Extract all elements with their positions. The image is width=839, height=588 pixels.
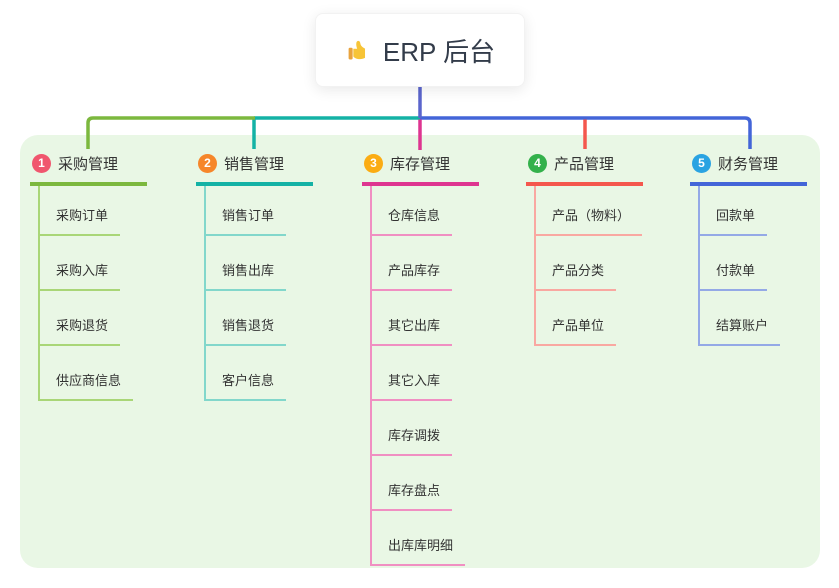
root-node[interactable]: ERP 后台 bbox=[315, 13, 525, 87]
branch-header-库存管理[interactable]: 3 库存管理 bbox=[362, 148, 479, 186]
child-node-label: 采购退货 bbox=[40, 315, 121, 346]
thumbs-up-icon bbox=[348, 40, 365, 59]
child-node-采购退货[interactable]: 采购退货 bbox=[40, 291, 147, 346]
child-node-采购入库[interactable]: 采购入库 bbox=[40, 236, 147, 291]
child-node-label: 仓库信息 bbox=[372, 205, 453, 236]
branch-header-财务管理[interactable]: 5 财务管理 bbox=[690, 148, 807, 186]
child-node-结算账户[interactable]: 结算账户 bbox=[700, 291, 807, 346]
child-node-出库库明细[interactable]: 出库库明细 bbox=[372, 511, 479, 566]
child-node-label: 采购入库 bbox=[40, 260, 121, 291]
child-node-label: 产品（物料） bbox=[536, 205, 643, 236]
branch-产品管理: 4 产品管理产品（物料） 产品分类产品单位 bbox=[526, 148, 643, 346]
child-node-供应商信息[interactable]: 供应商信息 bbox=[40, 346, 147, 401]
branch-label: 产品管理 bbox=[554, 156, 615, 173]
child-node-label: 销售订单 bbox=[206, 205, 287, 236]
child-node-label: 出库库明细 bbox=[372, 535, 466, 566]
child-node-付款单[interactable]: 付款单 bbox=[700, 236, 807, 291]
branch-number-badge: 2 bbox=[198, 154, 217, 173]
child-node-库存调拨[interactable]: 库存调拨 bbox=[372, 401, 479, 456]
child-node-label: 库存调拨 bbox=[372, 425, 453, 456]
child-node-label: 销售退货 bbox=[206, 315, 287, 346]
branches-panel bbox=[20, 135, 820, 568]
branch-header-采购管理[interactable]: 1 采购管理 bbox=[30, 148, 147, 186]
branch-number-badge: 3 bbox=[364, 154, 383, 173]
branch-库存管理: 3 库存管理仓库信息产品库存其它出库其它入库库存调拨库存盘点出库库明细 bbox=[362, 148, 479, 566]
root-label: ERP 后台 bbox=[382, 36, 496, 67]
child-node-label: 其它入库 bbox=[372, 370, 453, 401]
child-node-label: 回款单 bbox=[700, 205, 768, 236]
child-node-产品分类[interactable]: 产品分类 bbox=[536, 236, 643, 291]
child-node-客户信息[interactable]: 客户信息 bbox=[206, 346, 313, 401]
branch-number-badge: 4 bbox=[528, 154, 547, 173]
child-node-销售退货[interactable]: 销售退货 bbox=[206, 291, 313, 346]
child-node-label: 库存盘点 bbox=[372, 480, 453, 511]
branch-children: 产品（物料） 产品分类产品单位 bbox=[534, 186, 643, 346]
branch-children: 销售订单销售出库销售退货客户信息 bbox=[204, 186, 313, 401]
child-node-采购订单[interactable]: 采购订单 bbox=[40, 186, 147, 236]
child-node-label: 销售出库 bbox=[206, 260, 287, 291]
branch-label: 销售管理 bbox=[224, 156, 285, 173]
branch-children: 回款单付款单结算账户 bbox=[698, 186, 807, 346]
child-node-产品库存[interactable]: 产品库存 bbox=[372, 236, 479, 291]
branch-label: 财务管理 bbox=[718, 156, 779, 173]
child-node-产品（物料）[interactable]: 产品（物料） bbox=[536, 186, 643, 236]
branch-header-产品管理[interactable]: 4 产品管理 bbox=[526, 148, 643, 186]
child-node-库存盘点[interactable]: 库存盘点 bbox=[372, 456, 479, 511]
child-node-label: 产品单位 bbox=[536, 315, 617, 346]
child-node-回款单[interactable]: 回款单 bbox=[700, 186, 807, 236]
child-node-仓库信息[interactable]: 仓库信息 bbox=[372, 186, 479, 236]
child-node-其它入库[interactable]: 其它入库 bbox=[372, 346, 479, 401]
branch-财务管理: 5 财务管理回款单付款单结算账户 bbox=[690, 148, 807, 346]
branch-销售管理: 2 销售管理销售订单销售出库销售退货客户信息 bbox=[196, 148, 313, 401]
child-node-label: 采购订单 bbox=[40, 205, 121, 236]
child-node-label: 产品库存 bbox=[372, 260, 453, 291]
branch-number-badge: 1 bbox=[32, 154, 51, 173]
child-node-label: 其它出库 bbox=[372, 315, 453, 346]
branch-children: 仓库信息产品库存其它出库其它入库库存调拨库存盘点出库库明细 bbox=[370, 186, 479, 566]
child-node-label: 结算账户 bbox=[700, 315, 781, 346]
child-node-产品单位[interactable]: 产品单位 bbox=[536, 291, 643, 346]
child-node-label: 付款单 bbox=[700, 260, 768, 291]
branch-采购管理: 1 采购管理采购订单采购入库采购退货供应商信息 bbox=[30, 148, 147, 401]
child-node-销售出库[interactable]: 销售出库 bbox=[206, 236, 313, 291]
branch-label: 库存管理 bbox=[390, 156, 451, 173]
child-node-销售订单[interactable]: 销售订单 bbox=[206, 186, 313, 236]
branch-header-销售管理[interactable]: 2 销售管理 bbox=[196, 148, 313, 186]
child-node-label: 客户信息 bbox=[206, 370, 287, 401]
branch-label: 采购管理 bbox=[58, 156, 119, 173]
child-node-其它出库[interactable]: 其它出库 bbox=[372, 291, 479, 346]
branch-children: 采购订单采购入库采购退货供应商信息 bbox=[38, 186, 147, 401]
child-node-label: 供应商信息 bbox=[40, 370, 134, 401]
branch-number-badge: 5 bbox=[692, 154, 711, 173]
child-node-label: 产品分类 bbox=[536, 260, 617, 291]
